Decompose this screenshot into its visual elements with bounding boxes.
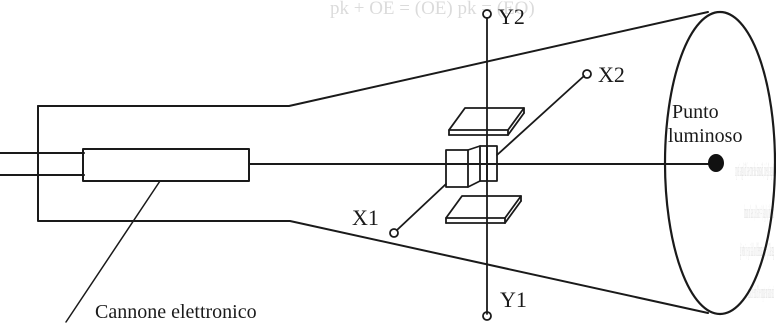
label-x2: X2 xyxy=(598,62,625,87)
x2-terminal xyxy=(582,69,592,79)
bleed-line-2: x posti angoli di fase come due sinusoid… xyxy=(735,160,775,181)
y2-terminal xyxy=(482,9,492,19)
tube-outline xyxy=(0,11,709,314)
vertical-deflection-plates xyxy=(445,107,525,224)
bleed-line-3: formano con l'asse x, nell'istante t = 0… xyxy=(744,202,774,223)
luminous-spot xyxy=(708,154,724,172)
x-leads xyxy=(389,69,592,238)
electron-gun xyxy=(82,148,250,182)
label-electron-gun: Cannone elettronico xyxy=(95,301,257,323)
label-y2: Y2 xyxy=(498,4,525,29)
bleed-through-text: pk + OE = (ΟΕ) pk = (ΕΟ) x posti angoli … xyxy=(330,0,775,303)
bleed-line-5: senza di R' e centro. B' deve computare … xyxy=(748,282,774,303)
y1-terminal xyxy=(482,311,492,321)
label-x1: X1 xyxy=(352,205,379,230)
label-spot-line2: luminoso xyxy=(668,125,742,147)
label-spot-line1: Punto xyxy=(672,101,719,123)
horizontal-deflection-plates xyxy=(445,145,498,188)
bleed-line-4: gli vettori v, e pari alla loro differen… xyxy=(740,240,774,261)
x1-terminal xyxy=(389,228,399,238)
label-y1: Y1 xyxy=(500,287,527,312)
gun-leader-line xyxy=(65,180,161,323)
